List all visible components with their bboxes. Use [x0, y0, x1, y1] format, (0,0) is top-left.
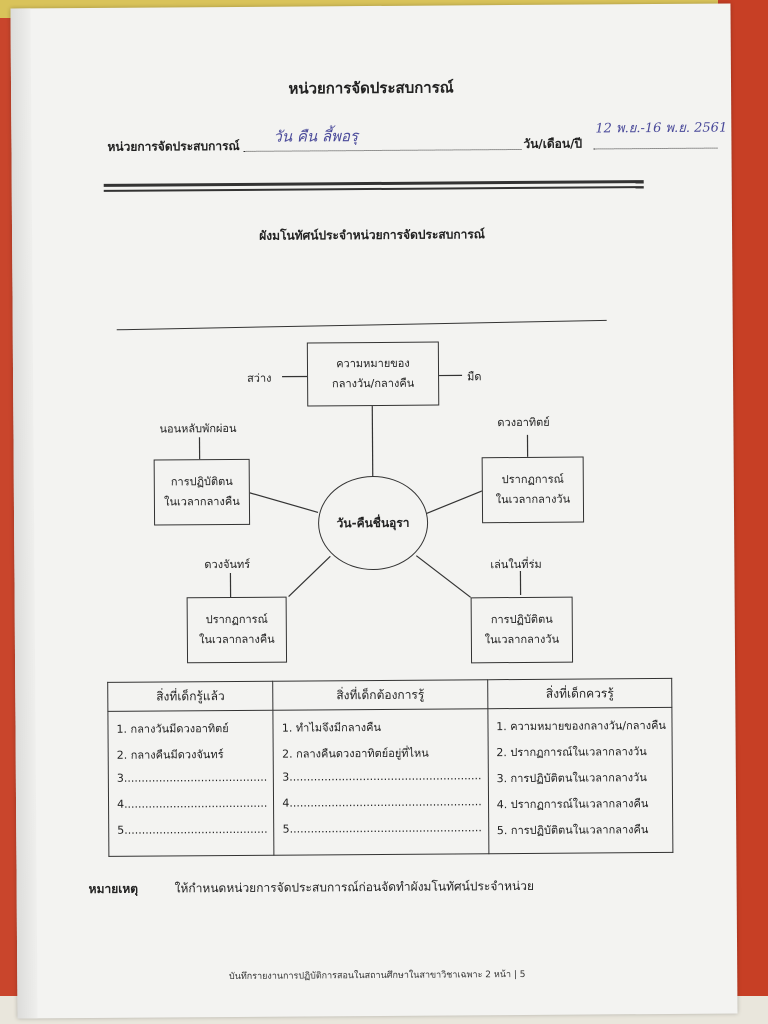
concept-box-day-practice-line1: การปฏิบัติตน: [490, 612, 553, 627]
leaf-sun: ดวงอาทิตย์: [497, 415, 550, 430]
note-text: ให้กำหนดหน่วยการจัดประสบการณ์ก่อนจัดทำผั…: [174, 878, 535, 896]
concept-box-day-practice: การปฏิบัติตน ในเวลากลางวัน: [470, 596, 574, 664]
leaf-dark: มืด: [467, 370, 482, 384]
concept-box-day-phenomena-line2: ในเวลากลางวัน: [495, 492, 571, 507]
concept-box-day-phenomena: ปรากฏการณ์ ในเวลากลางวัน: [481, 456, 585, 524]
list-item: 2. ปรากฏการณ์ในเวลากลางวัน: [496, 745, 647, 760]
list-item: 5.......................................…: [117, 822, 268, 837]
list-item: 3.......................................…: [282, 769, 482, 784]
column-header-known: สิ่งที่เด็กรู้แล้ว: [107, 681, 274, 712]
unit-label: หน่วยการจัดประสบการณ์: [107, 138, 240, 154]
concept-box-day-practice-line2: ในเวลากลางวัน: [484, 632, 560, 647]
note-label: หมายเหตุ: [88, 881, 139, 897]
concept-box-night-practice-line2: ในเวลากลางคืน: [164, 494, 240, 509]
divider-thin: [103, 186, 644, 192]
list-item: 1. ความหมายของกลางวัน/กลางคืน: [496, 718, 666, 734]
page-binding: [10, 8, 38, 1019]
knowledge-table: สิ่งที่เด็กรู้แล้ว สิ่งที่เด็กต้องการรู้…: [107, 678, 674, 857]
concept-box-night-practice: การปฏิบัติตน ในเวลากลางคืน: [153, 458, 251, 526]
concept-box-night-practice-line1: การปฏิบัติตน: [170, 474, 233, 489]
column-want-to-know: 1. ทำไมจึงมีกลางคืน 2. กลางคืนดวงอาทิตย์…: [273, 708, 489, 856]
column-header-should-know: สิ่งที่เด็กควรรู้: [487, 678, 673, 709]
list-item: 5. การปฏิบัติตนในเวลากลางคืน: [496, 823, 649, 838]
concept-box-night-phenomena-line1: ปรากฏการณ์: [205, 612, 268, 627]
concept-center: วัน-คืนชื่นอุรา: [317, 475, 429, 571]
list-item: 4. ปรากฏการณ์ในเวลากลางคืน: [496, 797, 649, 812]
list-item: 5.......................................…: [282, 821, 482, 836]
list-item: 3. การปฏิบัติตนในเวลากลางวัน: [496, 771, 647, 786]
column-known: 1. กลางวันมีดวงอาทิตย์ 2. กลางคืนมีดวงจั…: [107, 710, 275, 857]
list-item: 3.......................................…: [116, 770, 268, 785]
date-field-value: 12 พ.ย.-16 พ.ย. 2561: [595, 120, 728, 137]
column-should-know: 1. ความหมายของกลางวัน/กลางคืน 2. ปรากฏกา…: [487, 707, 674, 854]
list-item: 2. กลางคืนมีดวงจันทร์: [116, 748, 224, 762]
date-label: วัน/เดือน/ปี: [523, 136, 583, 151]
column-header-want-to-know: สิ่งที่เด็กต้องการรู้: [273, 679, 488, 711]
concept-box-meaning-line1: ความหมายของ: [336, 356, 410, 371]
document-page: หน่วยการจัดประสบการณ์ หน่วยการจัดประสบกา…: [10, 3, 738, 1019]
concept-box-meaning: ความหมายของ กลางวัน/กลางคืน: [306, 341, 440, 407]
page-title: หน่วยการจัดประสบการณ์: [288, 78, 454, 98]
leaf-moon: ดวงจันทร์: [204, 557, 251, 572]
page-footer: บันทึกรายงานการปฏิบัติการสอนในสถานศึกษาใ…: [228, 969, 526, 983]
concept-box-day-phenomena-line1: ปรากฏการณ์: [501, 472, 564, 487]
leaf-shade: เล่นในที่ร่ม: [490, 557, 542, 572]
concept-box-night-phenomena-line2: ในเวลากลางคืน: [199, 632, 275, 647]
list-item: 1. กลางวันมีดวงอาทิตย์: [116, 722, 229, 736]
leaf-bright: สว่าง: [247, 371, 272, 385]
list-item: 4.......................................…: [116, 796, 268, 811]
list-item: 2. กลางคืนดวงอาทิตย์อยู่ที่ไหน: [282, 746, 429, 761]
concept-map-title: ผังมโนทัศน์ประจำหน่วยการจัดประสบการณ์: [259, 227, 485, 243]
concept-box-night-phenomena: ปรากฏการณ์ ในเวลากลางคืน: [186, 596, 288, 664]
concept-box-meaning-line2: กลางวัน/กลางคืน: [331, 376, 415, 391]
list-item: 1. ทำไมจึงมีกลางคืน: [281, 720, 382, 735]
concept-map-lines: [116, 319, 607, 598]
list-item: 4.......................................…: [282, 795, 482, 810]
leaf-sleep: นอนหลับพักผ่อน: [159, 421, 237, 436]
unit-field-value: วัน คืน ลี้พอรุ: [273, 127, 359, 146]
